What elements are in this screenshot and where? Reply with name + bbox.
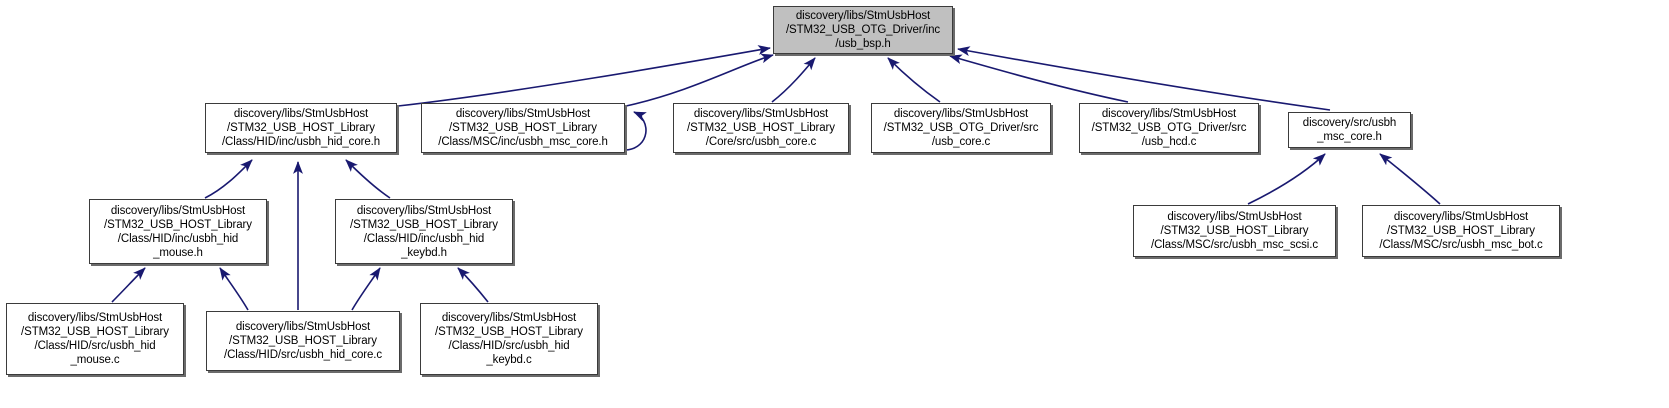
usbh-core-c-node[interactable]: discovery/libs/StmUsbHost/STM32_USB_HOST… <box>673 103 849 153</box>
node-label-line: discovery/libs/StmUsbHost <box>110 204 246 217</box>
node-label-line: discovery/libs/StmUsbHost <box>1101 108 1237 120</box>
node-label-line: /Class/HID/inc/usbh_hid <box>117 232 239 245</box>
node-label-line: discovery/libs/StmUsbHost <box>455 108 591 120</box>
node-label-line: /Class/MSC/inc/usbh_msc_core.h <box>438 136 608 148</box>
node-label-line: /STM32_USB_HOST_Library <box>104 218 252 231</box>
edge-msc-bot-c-to-discovery-msc-core-h <box>1379 153 1441 205</box>
node-label-line: discovery/libs/StmUsbHost <box>693 108 829 120</box>
node-label-line: _msc_core.h <box>1317 131 1382 143</box>
usb-bsp-h-node[interactable]: discovery/libs/StmUsbHost/STM32_USB_OTG_… <box>773 6 953 54</box>
node-label-line: /STM32_USB_OTG_Driver/src <box>883 122 1039 134</box>
node-label-line: /Class/HID/src/usbh_hid_core.c <box>223 349 383 361</box>
node-label-line: /Class/HID/inc/usbh_hid_core.h <box>221 136 381 148</box>
edge-msc-core-h-self-loop <box>625 111 647 151</box>
usbh-hid-mouse-h-node[interactable]: discovery/libs/StmUsbHost/STM32_USB_HOST… <box>89 199 267 264</box>
node-label-line: /Class/HID/src/usbh_hid <box>448 340 570 352</box>
usb-core-c-node[interactable]: discovery/libs/StmUsbHost/STM32_USB_OTG_… <box>871 103 1051 153</box>
node-label-line: discovery/src/usbh <box>1302 117 1397 129</box>
node-label-line: /Class/HID/src/usbh_hid <box>34 340 156 352</box>
node-label-line: /STM32_USB_HOST_Library <box>21 326 169 338</box>
node-label-line: /STM32_USB_OTG_Driver/inc <box>785 24 941 36</box>
edge-usb-hcd-c-to-usb-bsp-h <box>949 54 1129 103</box>
edge-usbh-core-c-to-usb-bsp-h <box>771 57 816 103</box>
node-label-line: _mouse.h <box>153 246 203 259</box>
node-label-line: _mouse.c <box>70 354 120 366</box>
node-label-line: /STM32_USB_HOST_Library <box>435 326 583 338</box>
node-label-line: discovery/libs/StmUsbHost <box>441 312 577 324</box>
node-label-line: discovery/libs/StmUsbHost <box>1393 211 1529 223</box>
discovery-usbh-msc-core-h-node[interactable]: discovery/src/usbh _msc_core.h <box>1288 112 1411 148</box>
node-label-line: /STM32_USB_HOST_Library <box>1387 225 1535 237</box>
node-label-line: _keybd.h <box>401 246 447 259</box>
node-label-line: /STM32_USB_HOST_Library <box>227 122 375 134</box>
edge-msc-scsi-c-to-discovery-msc-core-h <box>1247 153 1326 205</box>
edge-hid-keybd-c-to-hid-keybd-h <box>457 267 489 303</box>
edge-hid-mouse-c-to-hid-mouse-h <box>111 267 146 303</box>
node-label-line: /STM32_USB_HOST_Library <box>449 122 597 134</box>
node-label-line: /usb_core.c <box>931 136 991 148</box>
node-label-line: discovery/libs/StmUsbHost <box>233 108 369 120</box>
node-label-line: discovery/libs/StmUsbHost <box>795 10 931 22</box>
node-label-line: /STM32_USB_HOST_Library <box>687 122 835 134</box>
node-label-line: discovery/libs/StmUsbHost <box>356 204 492 217</box>
node-label-line: /Class/MSC/src/usbh_msc_bot.c <box>1379 239 1543 251</box>
node-label-line: discovery/libs/StmUsbHost <box>1167 211 1302 223</box>
node-label-line: /usb_bsp.h <box>835 38 891 50</box>
edge-hid-core-c-to-hid-keybd-h <box>351 267 381 311</box>
edge-hid-core-c-to-hid-mouse-h <box>219 267 249 311</box>
node-label-line: /Class/HID/inc/usbh_hid <box>363 232 485 245</box>
node-label-line: /usb_hcd.c <box>1141 136 1197 148</box>
edge-msc-core-h-to-usb-bsp-h <box>625 53 774 107</box>
usbh-msc-bot-c-node[interactable]: discovery/libs/StmUsbHost/STM32_USB_HOST… <box>1362 205 1560 257</box>
edge-hid-keybd-h-to-hid-core-h <box>345 159 391 199</box>
node-label-line: /STM32_USB_HOST_Library <box>350 218 498 231</box>
usb-hcd-c-node[interactable]: discovery/libs/StmUsbHost/STM32_USB_OTG_… <box>1079 103 1259 153</box>
edge-hid-mouse-h-to-hid-core-h <box>204 159 253 199</box>
node-label-line: /STM32_USB_HOST_Library <box>1160 225 1309 237</box>
node-label-line: _keybd.c <box>486 354 532 366</box>
node-label-line: /Core/src/usbh_core.c <box>705 136 817 148</box>
node-label-line: /Class/MSC/src/usbh_msc_scsi.c <box>1151 239 1318 251</box>
edge-hid-core-h-to-usb-bsp-h <box>397 45 771 107</box>
node-label-line: /STM32_USB_HOST_Library <box>229 335 377 347</box>
node-label-line: discovery/libs/StmUsbHost <box>27 312 163 324</box>
usbh-msc-scsi-c-node[interactable]: discovery/libs/StmUsbHost/STM32_USB_HOST… <box>1133 205 1336 257</box>
usbh-msc-core-h-node[interactable]: discovery/libs/StmUsbHost/STM32_USB_HOST… <box>421 103 625 153</box>
node-label-line: /STM32_USB_OTG_Driver/src <box>1091 122 1247 134</box>
node-label-line: discovery/libs/StmUsbHost <box>893 108 1029 120</box>
usbh-hid-core-h-node[interactable]: discovery/libs/StmUsbHost/STM32_USB_HOST… <box>205 103 397 153</box>
edge-usb-core-c-to-usb-bsp-h <box>887 57 941 103</box>
usbh-hid-keybd-c-node[interactable]: discovery/libs/StmUsbHost/STM32_USB_HOST… <box>420 303 598 375</box>
node-label-line: discovery/libs/StmUsbHost <box>235 321 371 333</box>
usbh-hid-core-c-node[interactable]: discovery/libs/StmUsbHost/STM32_USB_HOST… <box>206 311 400 371</box>
usbh-hid-mouse-c-node[interactable]: discovery/libs/StmUsbHost/STM32_USB_HOST… <box>6 303 184 375</box>
edge-discovery-msc-core-h-to-usb-bsp-h <box>957 46 1331 111</box>
usbh-hid-keybd-h-node[interactable]: discovery/libs/StmUsbHost/STM32_USB_HOST… <box>335 199 513 264</box>
